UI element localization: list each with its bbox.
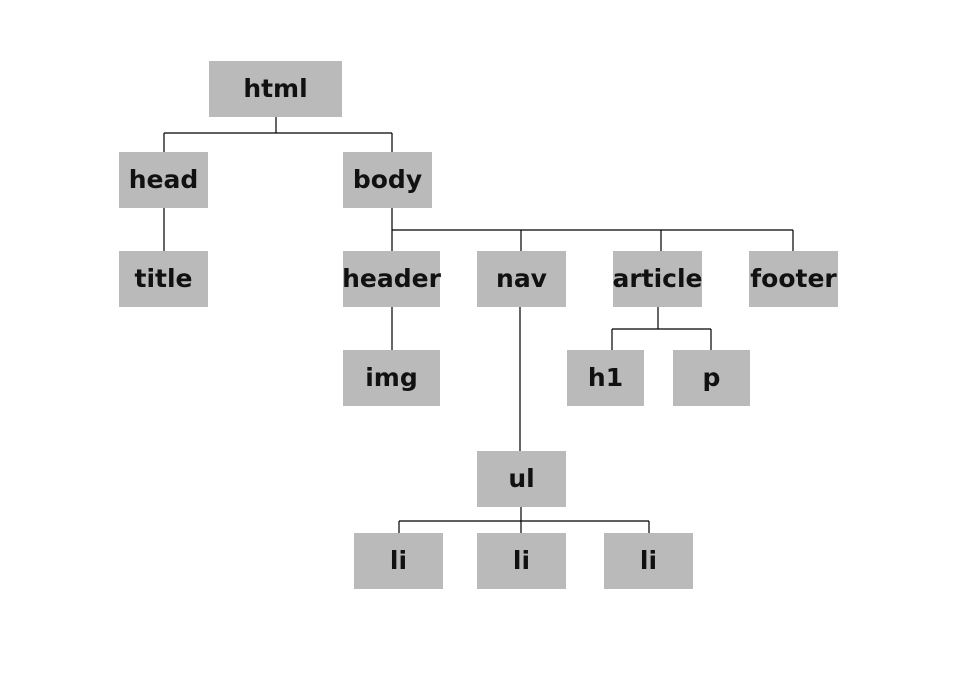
node-label-img: img [365,363,418,392]
tree-nodes: html head body title header nav article footer i… [119,61,838,589]
node-label-body: body [353,165,422,194]
node-box-li2 [477,533,566,589]
node-box-html [209,61,342,117]
node-li2: li [477,533,566,589]
node-ul: ul [477,451,566,507]
node-html: html [209,61,342,117]
node-p: p [673,350,750,406]
node-label-p: p [703,363,721,392]
node-box-article [613,251,702,307]
node-box-li1 [354,533,443,589]
node-label-h1: h1 [588,363,623,392]
node-box-h1 [567,350,644,406]
node-box-img [343,350,440,406]
node-label-li2: li [513,546,530,575]
node-label-head: head [129,165,199,194]
node-label-article: article [612,264,702,293]
node-label-footer: footer [750,264,837,293]
node-h1: h1 [567,350,644,406]
node-label-title: title [135,264,193,293]
node-label-header: header [342,264,441,293]
node-label-li1: li [390,546,407,575]
node-li1: li [354,533,443,589]
node-label-html: html [243,74,307,103]
node-body: body [343,152,432,208]
node-label-nav: nav [496,264,547,293]
node-li3: li [604,533,693,589]
node-label-ul: ul [508,464,534,493]
node-box-footer [749,251,838,307]
node-box-header [343,251,440,307]
node-box-head [119,152,208,208]
node-box-ul [477,451,566,507]
tree-edges [163,117,794,533]
node-label-li3: li [640,546,657,575]
node-head: head [119,152,208,208]
node-footer: footer [749,251,838,307]
node-box-body [343,152,432,208]
node-header: header [342,251,442,307]
node-img: img [343,350,440,406]
node-box-li3 [604,533,693,589]
node-box-p [673,350,750,406]
node-title: title [119,251,208,307]
node-box-nav [477,251,566,307]
node-nav: nav [477,251,566,307]
node-article: article [612,251,703,307]
node-box-title [119,251,208,307]
